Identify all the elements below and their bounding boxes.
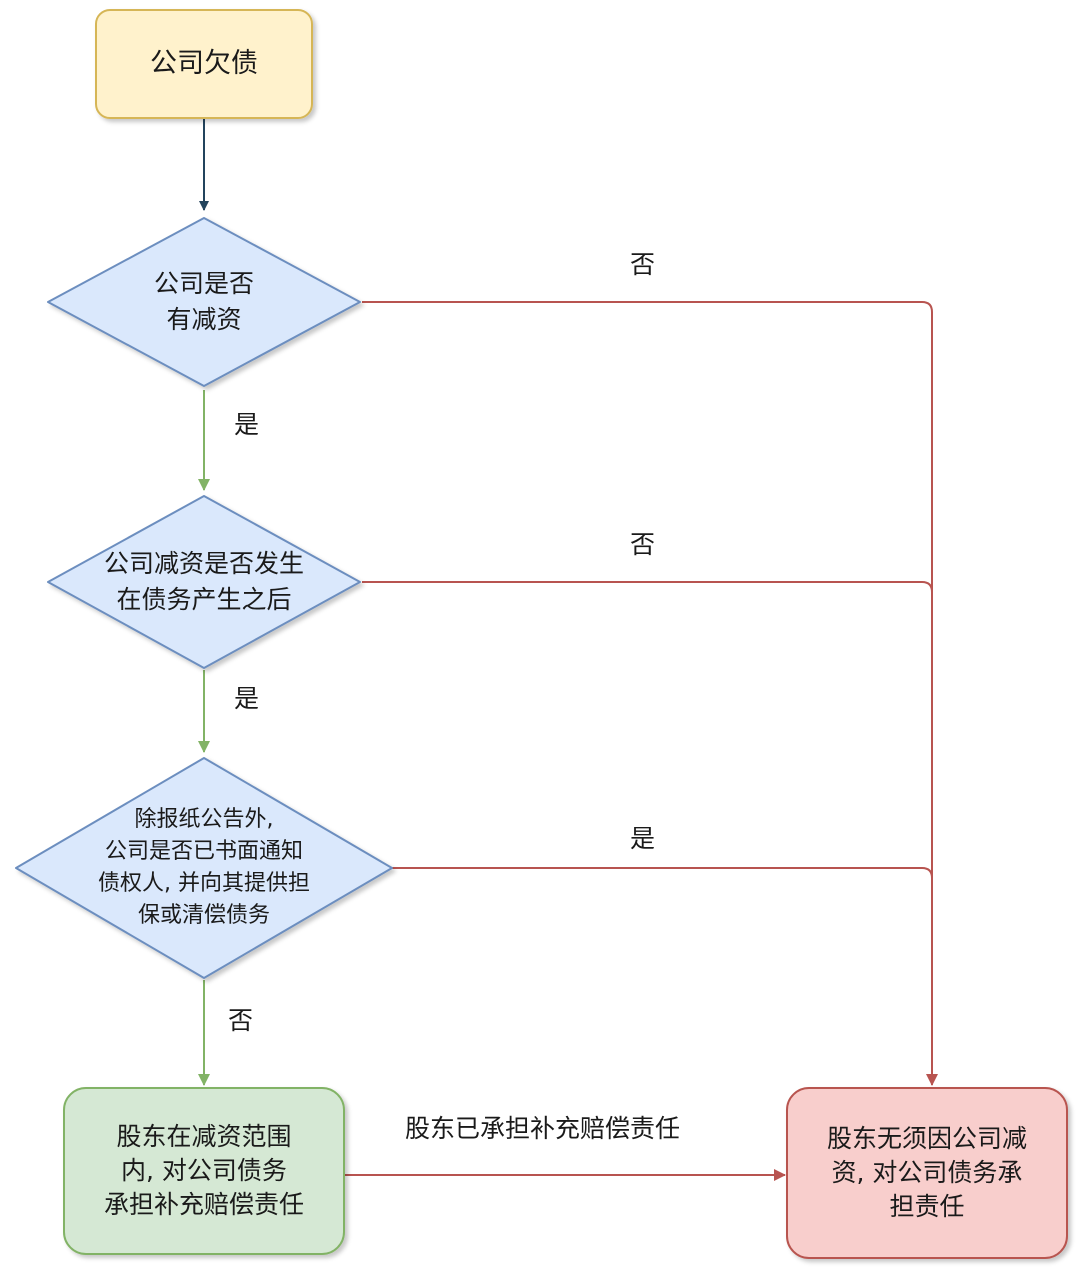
node-q2-shape: [47, 495, 361, 669]
node-q1-shape: [47, 217, 361, 387]
edge-q1-no: [362, 301, 938, 1086]
node-q1-text: 公司是否 有减资: [153, 269, 254, 334]
node-start-shape: [95, 9, 313, 119]
node-q3-shape: [15, 757, 393, 979]
node-not-liable-shape: [786, 1087, 1068, 1259]
edge-label-q3-yes: 是: [630, 824, 656, 853]
node-q3-text: 除报纸公告外, 公司是否已书面通知 债权人, 并向其提供担 保或清偿债务: [98, 807, 310, 928]
edge-label-q1-no: 否: [630, 250, 656, 279]
edge-label-liable-to-not-liable: 股东已承担补充赔偿责任: [405, 1114, 681, 1143]
edge-label-q1-yes: 是: [234, 410, 260, 439]
edge-q2-no: [362, 581, 933, 593]
node-liable-shape: [63, 1087, 345, 1255]
edge-label-q2-yes: 是: [234, 684, 260, 713]
node-not-liable-text: 股东无须因公司减 资, 对公司债务承 担责任: [826, 1124, 1027, 1221]
node-liable-text: 股东在减资范围 内, 对公司债务 承担补充赔偿责任: [103, 1122, 304, 1219]
edge-label-q3-no: 否: [228, 1006, 254, 1035]
edge-label-q2-no: 否: [630, 530, 656, 559]
edge-q3-yes: [392, 867, 933, 879]
node-start-text: 公司欠债: [150, 48, 258, 79]
node-q2-text: 公司减资是否发生 在债务产生之后: [103, 549, 304, 614]
